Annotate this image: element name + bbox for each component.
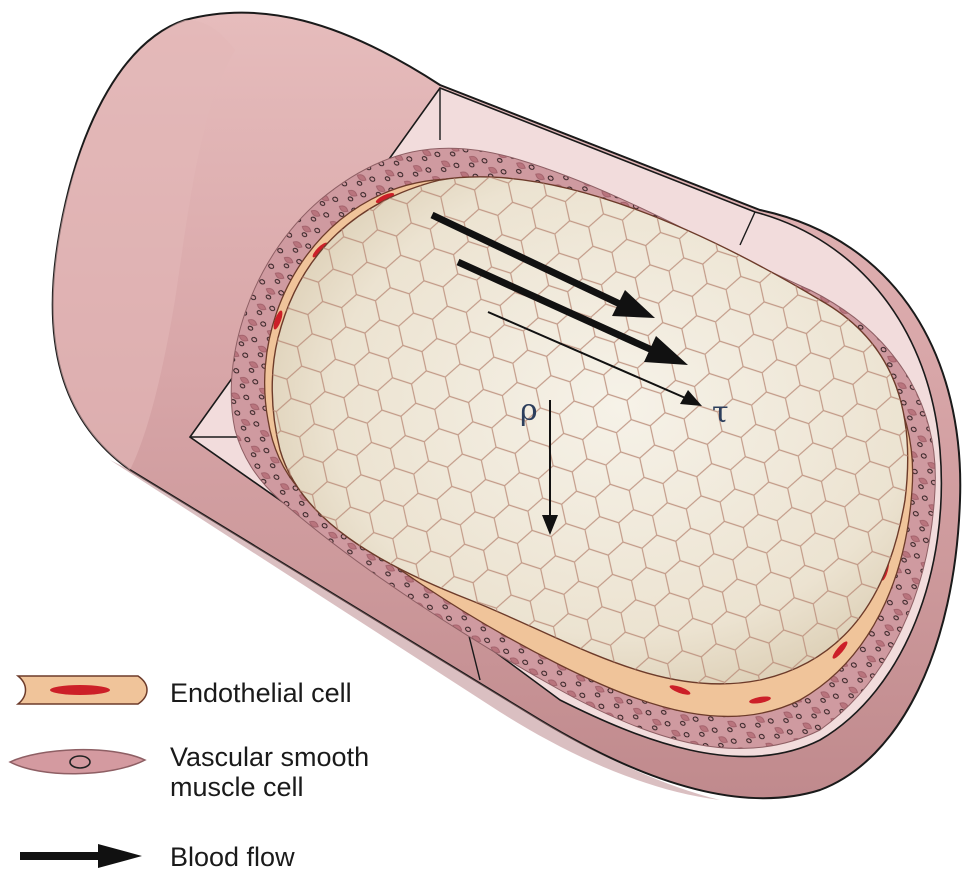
legend: Endothelial cell Vascular smooth muscle … — [10, 676, 369, 872]
legend-vsmc-label-line2: muscle cell — [170, 772, 304, 802]
blood-flow-arrow-icon — [20, 844, 142, 868]
legend-vsmc-label-line1: Vascular smooth — [170, 742, 369, 772]
legend-endothelial-label: Endothelial cell — [170, 678, 352, 708]
legend-blood-flow-label: Blood flow — [170, 842, 295, 872]
endothelial-cell-icon — [18, 676, 147, 704]
smooth-muscle-cell-icon — [10, 750, 145, 774]
tau-label: τ — [712, 395, 729, 430]
rho-label: ρ — [520, 393, 538, 428]
